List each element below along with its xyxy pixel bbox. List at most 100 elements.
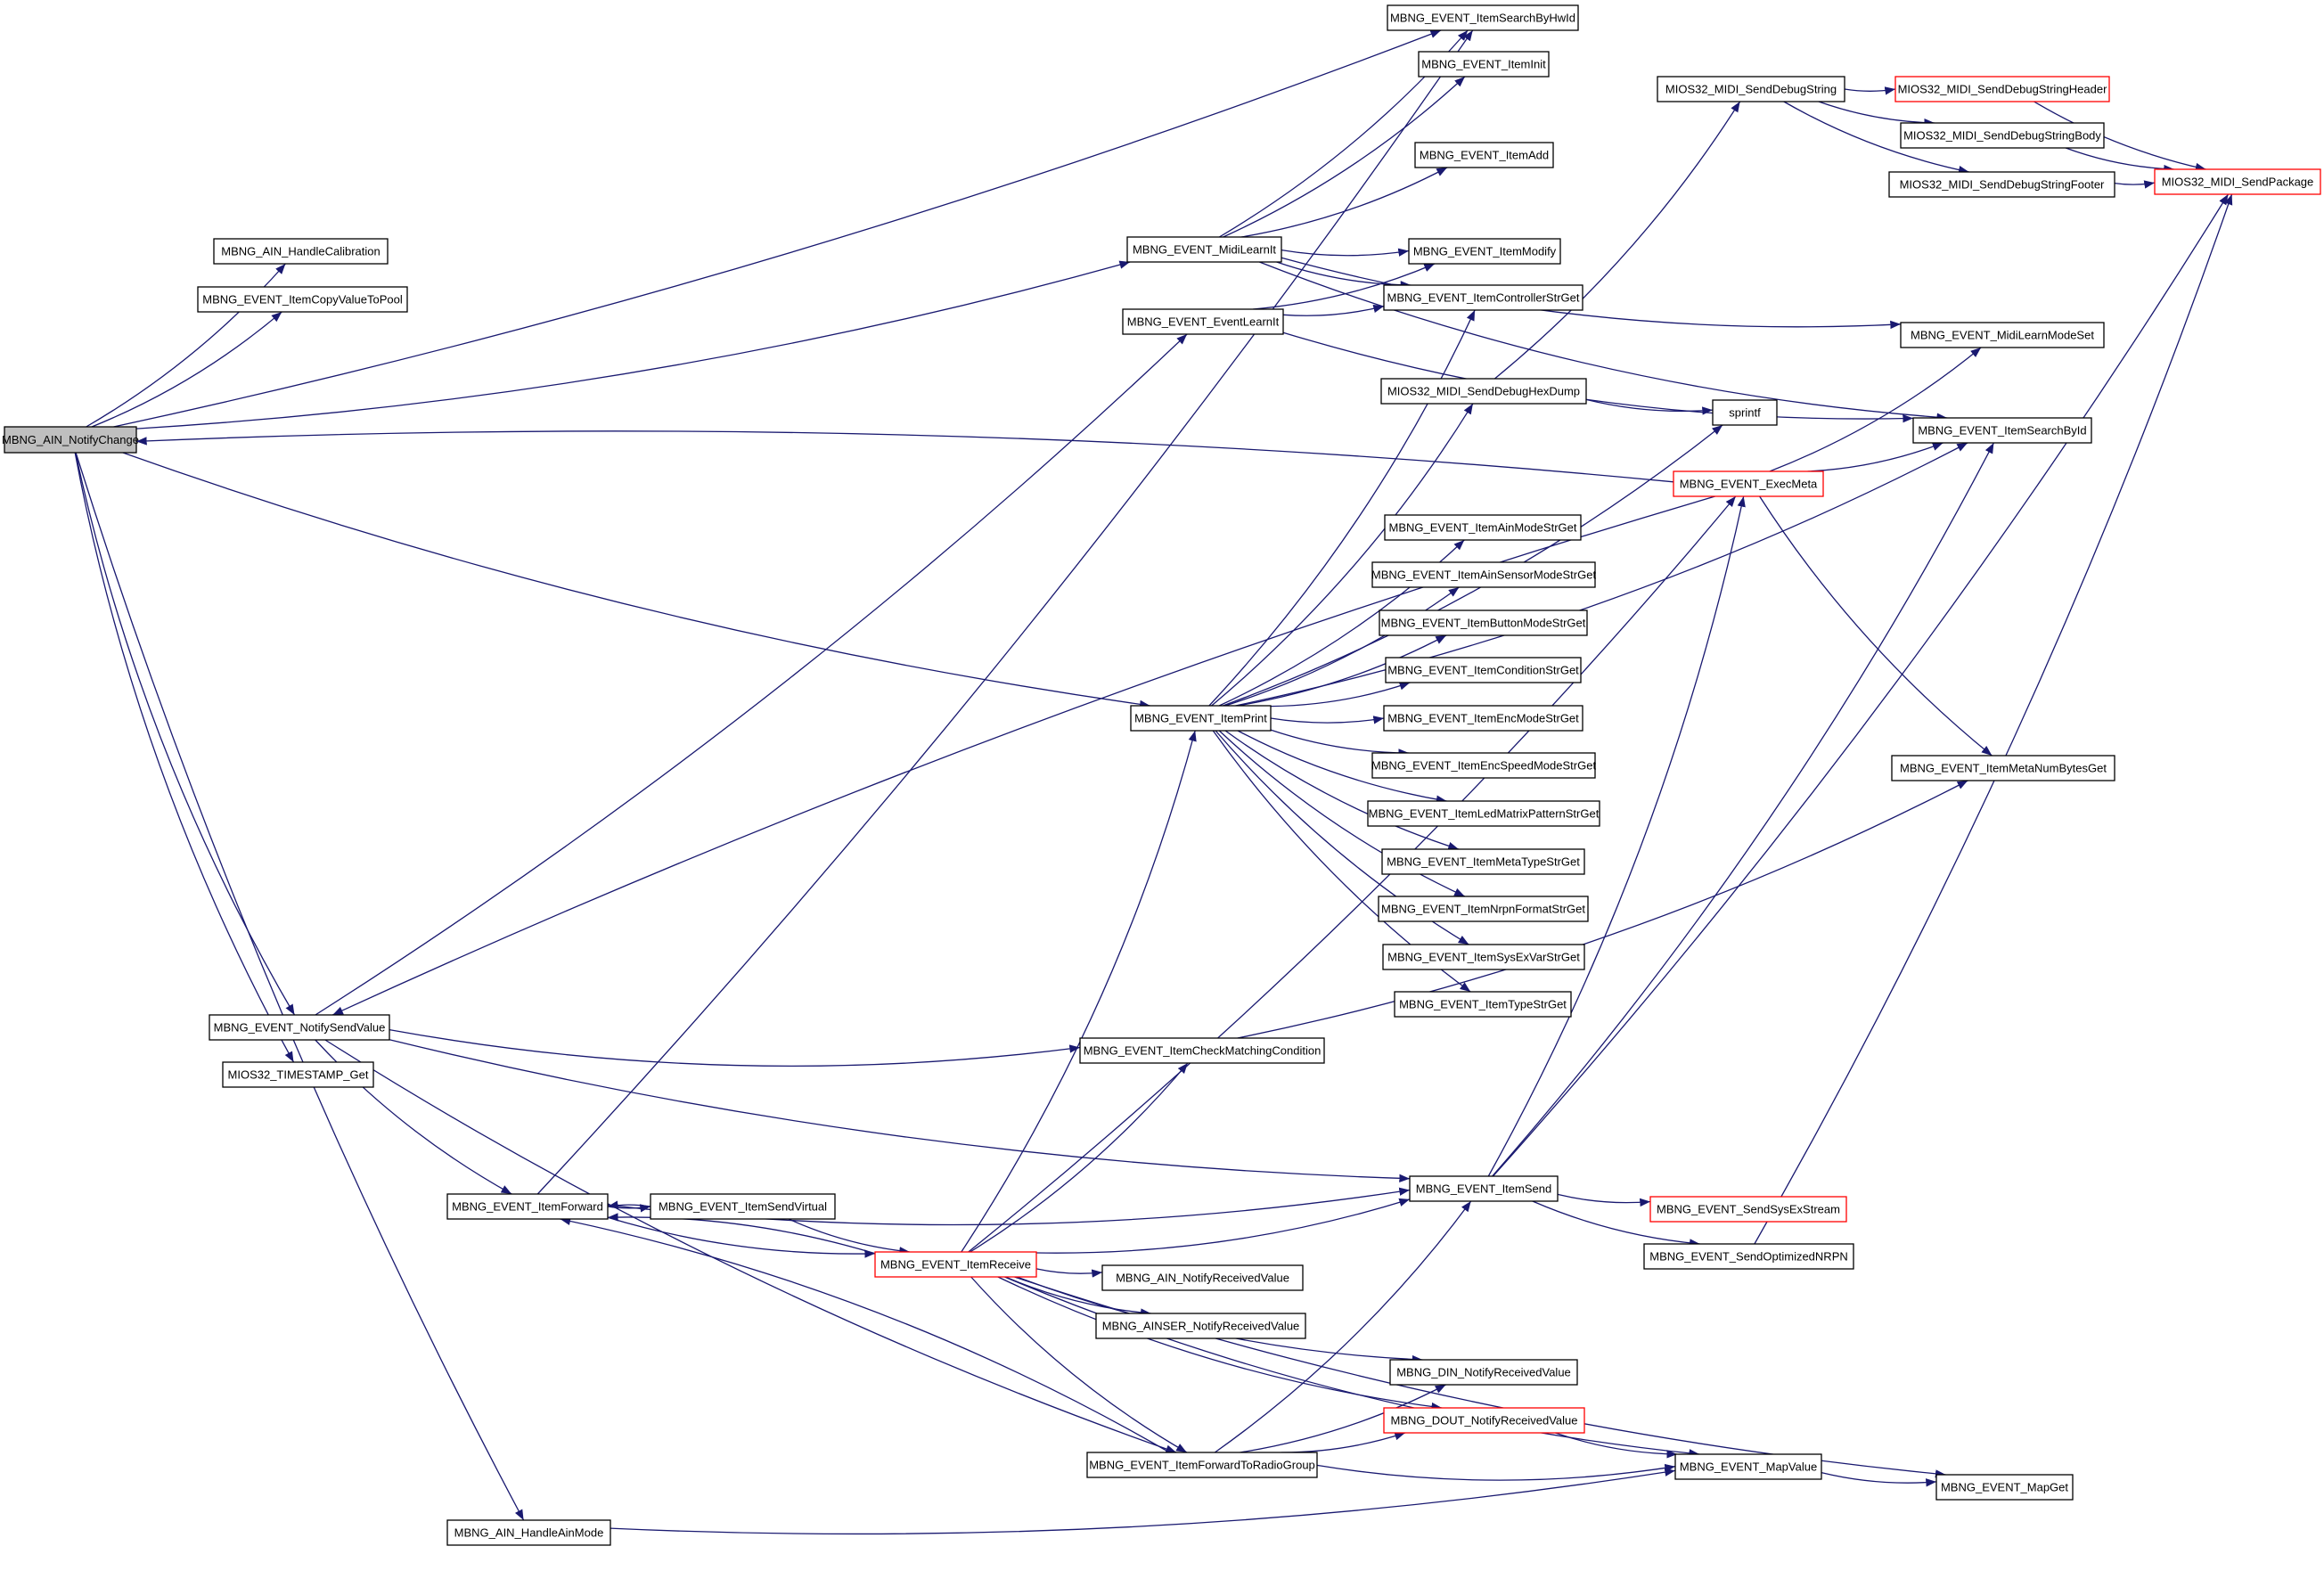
node-box — [1367, 800, 1600, 827]
function-node-sprintf[interactable]: sprintf — [1712, 399, 1778, 426]
function-node-ain-handle-ain-mode[interactable]: MBNG_AIN_HandleAinMode — [446, 1519, 611, 1546]
function-node-item-add[interactable]: MBNG_EVENT_ItemAdd — [1414, 142, 1554, 168]
function-node-item-send-virtual[interactable]: MBNG_EVENT_ItemSendVirtual — [650, 1193, 836, 1220]
call-edge-item-receive-to-item-check-matching-condition — [970, 1062, 1189, 1253]
function-node-send-debug-hex-dump[interactable]: MIOS32_MIDI_SendDebugHexDump — [1380, 378, 1587, 405]
function-node-send-optimized-nrpn[interactable]: MBNG_EVENT_SendOptimizedNRPN — [1643, 1243, 1854, 1270]
node-box — [1079, 1037, 1325, 1064]
node-label: MBNG_AIN_HandleAinMode — [454, 1526, 604, 1540]
function-node-din-notify-received-value[interactable]: MBNG_DIN_NotifyReceivedValue — [1389, 1359, 1578, 1386]
function-node-item-modify[interactable]: MBNG_EVENT_ItemModify — [1408, 238, 1561, 265]
call-edge-item-print-to-item-nrpn-format-str-get — [1218, 730, 1466, 897]
function-node-ain-notify-change[interactable]: MBNG_AIN_NotifyChange — [2, 426, 139, 454]
function-node-item-search-by-id[interactable]: MBNG_EVENT_ItemSearchById — [1912, 417, 2092, 444]
function-node-item-controller-str-get[interactable]: MBNG_EVENT_ItemControllerStrGet — [1383, 284, 1583, 311]
function-node-map-value[interactable]: MBNG_EVENT_MapValue — [1674, 1453, 1822, 1480]
node-label: MBNG_EVENT_ItemCopyValueToPool — [202, 293, 403, 307]
node-label: MIOS32_TIMESTAMP_Get — [228, 1068, 369, 1082]
function-node-item-send[interactable]: MBNG_EVENT_ItemSend — [1409, 1175, 1559, 1202]
function-node-event-learn-it[interactable]: MBNG_EVENT_EventLearnIt — [1122, 308, 1284, 335]
node-label: MBNG_EVENT_SendOptimizedNRPN — [1649, 1250, 1848, 1264]
function-node-ain-handle-calibration[interactable]: MBNG_AIN_HandleCalibration — [213, 238, 389, 265]
node-box — [1389, 1359, 1578, 1386]
node-box — [2154, 168, 2321, 195]
function-node-send-debug-string-header[interactable]: MIOS32_MIDI_SendDebugStringHeader — [1894, 76, 2110, 102]
function-node-map-get[interactable]: MBNG_EVENT_MapGet — [1935, 1474, 2074, 1501]
function-node-send-package[interactable]: MIOS32_MIDI_SendPackage — [2154, 168, 2321, 195]
function-node-send-debug-string[interactable]: MIOS32_MIDI_SendDebugString — [1657, 76, 1845, 102]
node-label: MBNG_EVENT_ItemButtonModeStrGet — [1381, 617, 1586, 630]
function-node-item-meta-type-str-get[interactable]: MBNG_EVENT_ItemMetaTypeStrGet — [1381, 848, 1585, 875]
function-node-send-debug-string-body[interactable]: MIOS32_MIDI_SendDebugStringBody — [1900, 122, 2105, 149]
function-node-midi-learn-it[interactable]: MBNG_EVENT_MidiLearnIt — [1126, 236, 1282, 263]
node-label: MBNG_EVENT_ItemEncModeStrGet — [1387, 712, 1579, 725]
function-node-item-check-matching-condition[interactable]: MBNG_EVENT_ItemCheckMatchingCondition — [1079, 1037, 1325, 1064]
function-node-item-sysex-var-str-get[interactable]: MBNG_EVENT_ItemSysExVarStrGet — [1382, 944, 1585, 970]
function-node-item-forward[interactable]: MBNG_EVENT_ItemForward — [446, 1193, 609, 1220]
node-box — [209, 1014, 390, 1041]
function-node-send-sysex-stream[interactable]: MBNG_EVENT_SendSysExStream — [1649, 1196, 1847, 1223]
function-node-item-enc-speed-mode-str-get[interactable]: MBNG_EVENT_ItemEncSpeedModeStrGet — [1371, 752, 1597, 779]
function-node-item-forward-to-radio-group[interactable]: MBNG_EVENT_ItemForwardToRadioGroup — [1086, 1452, 1318, 1478]
function-node-item-receive[interactable]: MBNG_EVENT_ItemReceive — [874, 1251, 1037, 1278]
node-box — [1101, 1264, 1304, 1291]
call-edge-midi-learn-it-to-item-init — [1223, 76, 1466, 238]
node-label: MBNG_EVENT_SendSysExStream — [1657, 1203, 1840, 1216]
function-node-item-ain-sensor-mode-str-get[interactable]: MBNG_EVENT_ItemAinSensorModeStrGet — [1371, 561, 1597, 588]
node-label: MBNG_EVENT_MidiLearnIt — [1133, 243, 1276, 257]
node-label: MIOS32_MIDI_SendPackage — [2162, 176, 2314, 189]
node-label: MBNG_EVENT_ExecMeta — [1680, 478, 1818, 491]
node-label: MBNG_AINSER_NotifyReceivedValue — [1102, 1320, 1300, 1333]
function-node-item-condition-str-get[interactable]: MBNG_EVENT_ItemConditionStrGet — [1385, 657, 1582, 683]
node-label: MBNG_EVENT_ItemConditionStrGet — [1387, 664, 1579, 677]
call-edge-notify-send-value-to-item-forward-to-radio-group — [324, 1039, 1177, 1453]
call-edge-item-receive-to-item-print — [961, 730, 1197, 1253]
call-edge-exec-meta-to-item-search-by-id — [1807, 442, 1943, 472]
node-box — [1408, 238, 1561, 265]
function-node-ainser-notify-received-value[interactable]: MBNG_AINSER_NotifyReceivedValue — [1095, 1313, 1306, 1339]
node-box — [874, 1251, 1037, 1278]
function-node-ain-notify-received-value[interactable]: MBNG_AIN_NotifyReceivedValue — [1101, 1264, 1304, 1291]
function-node-exec-meta[interactable]: MBNG_EVENT_ExecMeta — [1673, 470, 1824, 497]
node-label: MBNG_EVENT_ItemTypeStrGet — [1399, 998, 1567, 1011]
node-label: MIOS32_MIDI_SendDebugStringHeader — [1898, 83, 2108, 96]
node-label: MBNG_EVENT_ItemSearchById — [1918, 424, 2086, 438]
function-node-timestamp-get[interactable]: MIOS32_TIMESTAMP_Get — [222, 1061, 374, 1088]
node-label: MIOS32_MIDI_SendDebugStringFooter — [1900, 178, 2105, 192]
node-box — [1891, 755, 2115, 781]
call-edge-event-learn-it-to-item-search-by-id — [1282, 331, 1914, 423]
call-edge-item-forward-to-radio-group-to-item-forward — [560, 1216, 1170, 1453]
node-label: MBNG_EVENT_NotifySendValue — [214, 1021, 386, 1035]
function-node-item-led-matrix-pattern-str-get[interactable]: MBNG_EVENT_ItemLedMatrixPatternStrGet — [1367, 800, 1600, 827]
function-node-item-meta-num-bytes-get[interactable]: MBNG_EVENT_ItemMetaNumBytesGet — [1891, 755, 2115, 781]
function-node-item-print[interactable]: MBNG_EVENT_ItemPrint — [1130, 705, 1272, 732]
node-label: MBNG_EVENT_ItemForwardToRadioGroup — [1089, 1459, 1315, 1472]
node-label: MBNG_EVENT_MapGet — [1941, 1481, 2068, 1494]
call-edge-item-print-to-item-ain-sensor-mode-str-get — [1224, 586, 1460, 707]
node-label: MBNG_DIN_NotifyReceivedValue — [1396, 1366, 1571, 1379]
node-box — [1371, 561, 1596, 588]
call-edge-item-print-to-item-enc-mode-str-get — [1270, 716, 1385, 724]
function-node-send-debug-string-footer[interactable]: MIOS32_MIDI_SendDebugStringFooter — [1888, 171, 2115, 198]
function-node-item-init[interactable]: MBNG_EVENT_ItemInit — [1418, 51, 1550, 78]
call-edge-send-debug-string-to-send-debug-string-body — [1818, 101, 1935, 127]
function-node-item-ain-mode-str-get[interactable]: MBNG_EVENT_ItemAinModeStrGet — [1384, 514, 1582, 541]
call-edge-item-print-to-item-search-by-id — [1235, 442, 1968, 707]
function-node-dout-notify-received-value[interactable]: MBNG_DOUT_NotifyReceivedValue — [1383, 1407, 1585, 1434]
call-edge-dout-notify-received-value-to-map-value — [1555, 1432, 1678, 1459]
call-edge-event-learn-it-to-item-modify — [1252, 263, 1436, 310]
function-node-item-nrpn-format-str-get[interactable]: MBNG_EVENT_ItemNrpnFormatStrGet — [1378, 896, 1589, 922]
function-node-item-copy-value-to-pool[interactable]: MBNG_EVENT_ItemCopyValueToPool — [197, 286, 408, 313]
call-edge-item-receive-to-dout-notify-received-value — [997, 1276, 1443, 1411]
call-edge-ain-notify-change-to-ain-handle-ain-mode — [75, 452, 525, 1521]
call-edge-exec-meta-to-item-meta-num-bytes-get — [1759, 495, 1993, 757]
function-node-item-search-by-hwid[interactable]: MBNG_EVENT_ItemSearchByHwId — [1387, 4, 1579, 31]
call-edge-send-debug-string-header-to-send-package — [2034, 101, 2206, 172]
call-edge-midi-learn-it-to-item-add — [1240, 167, 1448, 238]
function-node-item-enc-mode-str-get[interactable]: MBNG_EVENT_ItemEncModeStrGet — [1383, 705, 1583, 732]
function-node-item-type-str-get[interactable]: MBNG_EVENT_ItemTypeStrGet — [1394, 991, 1572, 1018]
call-edge-item-print-to-item-button-mode-str-get — [1237, 634, 1447, 707]
function-node-midi-learn-mode-set[interactable]: MBNG_EVENT_MidiLearnModeSet — [1900, 322, 2105, 348]
function-node-notify-send-value[interactable]: MBNG_EVENT_NotifySendValue — [209, 1014, 390, 1041]
function-node-item-button-mode-str-get[interactable]: MBNG_EVENT_ItemButtonModeStrGet — [1379, 609, 1588, 636]
